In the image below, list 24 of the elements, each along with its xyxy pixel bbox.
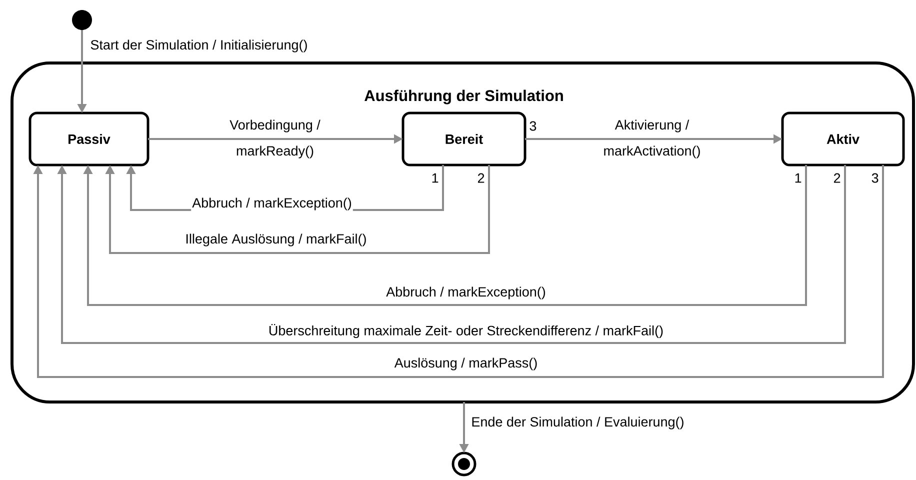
port-number: 3 [872,173,878,183]
port-number: 2 [478,173,484,183]
edge-label: Aktivierung / markActivation() [604,120,700,158]
initial-state [72,10,92,30]
edge-label: Start der Simulation / Initialisierung() [89,38,309,54]
port-number: 1 [432,173,438,183]
edge-label: Ende der Simulation / Evaluierung() [470,416,686,430]
state-box: Passiv [28,112,150,166]
edge-label: Auslösung / markPass() [393,356,539,372]
transition-arrow [57,165,846,344]
edge-label: Überschreitung maximale Zeit- oder Streckendifferenz / markFail() [267,322,665,340]
transition-arrow [83,165,807,306]
port-number: 1 [795,173,802,183]
state-box: Aktiv [781,112,905,166]
state-box: Bereit [402,112,526,166]
transition-arrow [105,165,490,254]
edge-label: Vorbedingung / markReady() [230,120,320,158]
edge-label: Illegale Auslösung / markFail() [184,232,368,248]
port-number: 2 [834,173,840,183]
transition-arrow [33,165,884,378]
edge-label: Abbruch / markException() [191,196,353,212]
port-number: 3 [530,121,536,131]
edge-label: Abbruch / markException() [385,286,547,300]
final-state [452,452,476,476]
